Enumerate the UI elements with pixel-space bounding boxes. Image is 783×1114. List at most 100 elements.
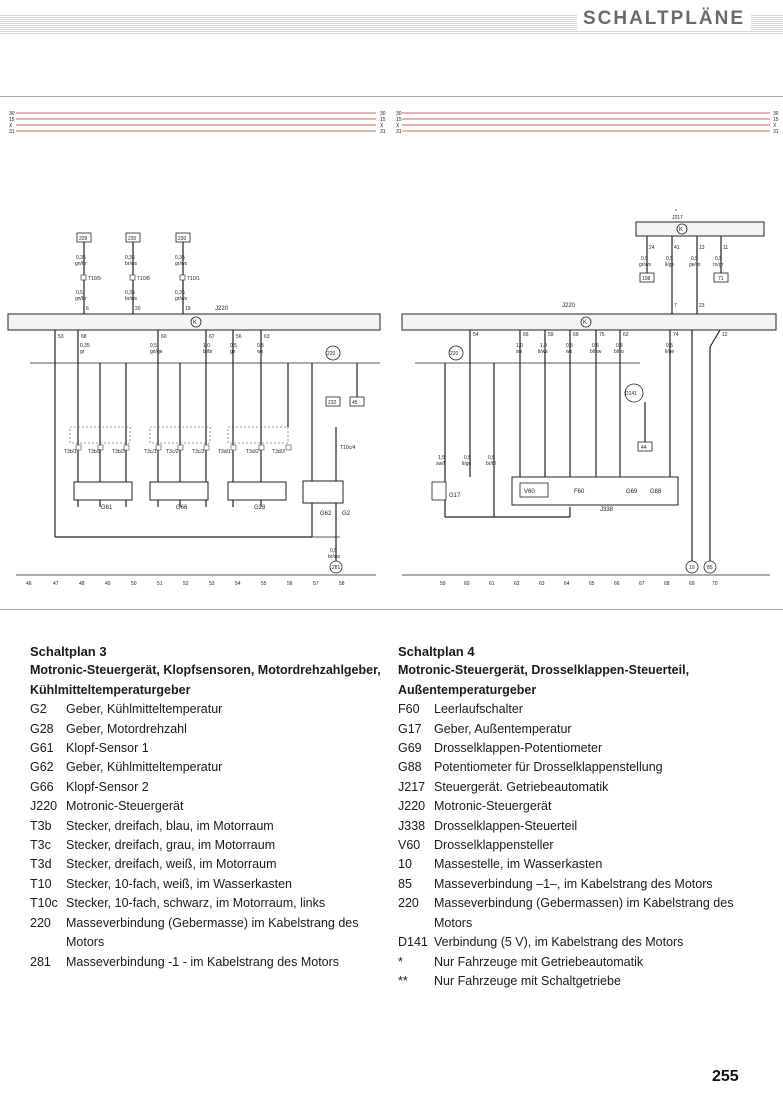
diagram-label: 0,35: [125, 290, 135, 296]
diagram-label: 0,35: [175, 255, 185, 261]
diagram-label: 70: [712, 581, 718, 587]
legend-code: G69: [398, 741, 422, 756]
diagram-label: 61: [489, 581, 495, 587]
left-sensor-shields: [69, 426, 289, 444]
bus-label: 15: [9, 117, 15, 123]
diagram-label: X: [396, 123, 400, 129]
legend-description: Geber, Kühlmitteltemperatur: [66, 702, 223, 717]
diagram-label: T10/9: [88, 276, 101, 282]
left-sensors: G61 G66 G28 G62 G2: [73, 480, 351, 517]
diagram-label: 56: [287, 581, 293, 587]
diagram-label: 53: [209, 581, 215, 587]
right-throttle-j338: V60 F60 G69 G88 J338 G17: [431, 476, 679, 513]
diagram-label: 53: [58, 334, 64, 340]
legend-code: G2: [30, 702, 47, 717]
ground-220-right-label: 220: [450, 351, 459, 357]
unit-label-j220: J220: [215, 306, 229, 312]
ground-281-label: 281: [332, 565, 341, 571]
legend-description: Drosselklappen-Steuerteil: [434, 818, 578, 833]
right-bus-lines: [402, 112, 770, 132]
legend-code: *: [398, 954, 403, 969]
bus-label: 30: [380, 111, 386, 117]
legend-item: **Nur Fahrzeuge mit Schaltgetriebe: [398, 972, 758, 991]
box-44-label: 44: [641, 445, 647, 451]
j338-label: J338: [600, 507, 614, 513]
diagram-label: 74: [673, 332, 679, 338]
diagram-label: gr/ws: [175, 296, 187, 302]
legend-code: **: [398, 973, 408, 988]
diagram-label: 6: [86, 306, 89, 312]
legend-item: G66 Klopf-Sensor 2: [30, 778, 385, 797]
right-scale: 59 60 61 62 63 64 65 66 67 68 69 70: [402, 574, 770, 587]
right-control-unit-bar: K: [401, 313, 777, 331]
diagram-label: 0,5: [691, 256, 698, 262]
legend-description: Massestelle, im Wasserkasten: [434, 857, 603, 872]
legend-code: T3d: [30, 857, 52, 872]
diagram-label: 11: [723, 245, 728, 251]
legend-description: Potentiometer für Drosselklappenstellung: [434, 760, 663, 775]
legend-code: T3b: [30, 818, 52, 833]
legend-code: G66: [30, 779, 54, 794]
diagram-label: 69: [573, 332, 579, 338]
legend-code: G88: [398, 760, 422, 775]
box-108-label: 108: [642, 276, 651, 282]
diagram-label: X: [773, 123, 777, 129]
diagram-label: ge/ro: [689, 262, 701, 268]
diagram-label: 0,5: [592, 343, 599, 349]
diagram-label: 75: [599, 332, 605, 338]
legend-code: T3c: [30, 838, 51, 853]
diagram-label: li/ge: [665, 262, 674, 268]
left-bottom-labels: 53 68 60 67 56 63 0,35 gr 0,5 gn/ge 1,0 …: [58, 334, 341, 361]
legend-description: Drosselklappensteller: [434, 838, 554, 853]
unit-label-j217: J217: [672, 215, 683, 221]
diagram-label: 0,5: [330, 548, 337, 554]
diagram-label: 20: [135, 306, 141, 312]
legend-description: Stecker, dreifach, weiß, im Motorraum: [66, 857, 277, 872]
diagram-label: 0,5: [150, 343, 157, 349]
diagram-label: 51: [157, 581, 163, 587]
diagram-label: T3c/1: [144, 449, 157, 455]
left-control-unit-bar: K: [7, 313, 381, 331]
diagram-label: 63: [539, 581, 545, 587]
left-scale: 46 47 48 49 50 51 52 53 54 55 56 57 58: [16, 574, 376, 587]
diagram-label: 67: [639, 581, 645, 587]
diagram-label: gn/ge: [150, 349, 163, 355]
diagram-label: 56: [236, 334, 242, 340]
unit-label-j220-right: J220: [562, 303, 576, 309]
right-tcu-labels: 24 41 13 11 0,5 gr/ws 0,5 li/ge 0,5 ge/r…: [562, 245, 728, 309]
g17-label: G17: [449, 493, 461, 499]
diagram-label: T3b/1: [64, 449, 77, 455]
fuse-box-label: 229: [79, 236, 88, 242]
box-45-label: 45: [352, 400, 358, 406]
left-bus-lines: [16, 112, 376, 132]
diagram-label: 60: [464, 581, 470, 587]
g88-label: G88: [650, 489, 662, 495]
diagram-label: T3b/2: [88, 449, 101, 455]
diagram-label: 0,5: [616, 343, 623, 349]
diagram-label: ws: [566, 349, 573, 355]
legend-code: T10c: [30, 896, 58, 911]
sensor-g66-label: G66: [176, 505, 188, 511]
legend-description: Klopf-Sensor 2: [66, 779, 149, 794]
diagram-label: gr/ws: [639, 262, 651, 268]
legend-code: G62: [30, 760, 54, 775]
legend-description: Stecker, dreifach, blau, im Motorraum: [66, 818, 274, 833]
legend-description: Geber, Außentemperatur: [434, 721, 572, 736]
sensor-g62-label: G62: [320, 511, 332, 517]
legend-item: G88 Potentiometer für Drosselklappenstell…: [398, 758, 758, 777]
legend-code: G17: [398, 721, 422, 736]
diagram-label: bl/br: [203, 349, 213, 355]
diagram-label: 15: [773, 117, 779, 123]
legend-item: T3b Stecker, dreifach, blau, im Motorraum: [30, 817, 385, 836]
legend-description: Drosselklappen-Potentiometer: [434, 741, 603, 756]
sensor-g2-label: G2: [342, 511, 351, 517]
